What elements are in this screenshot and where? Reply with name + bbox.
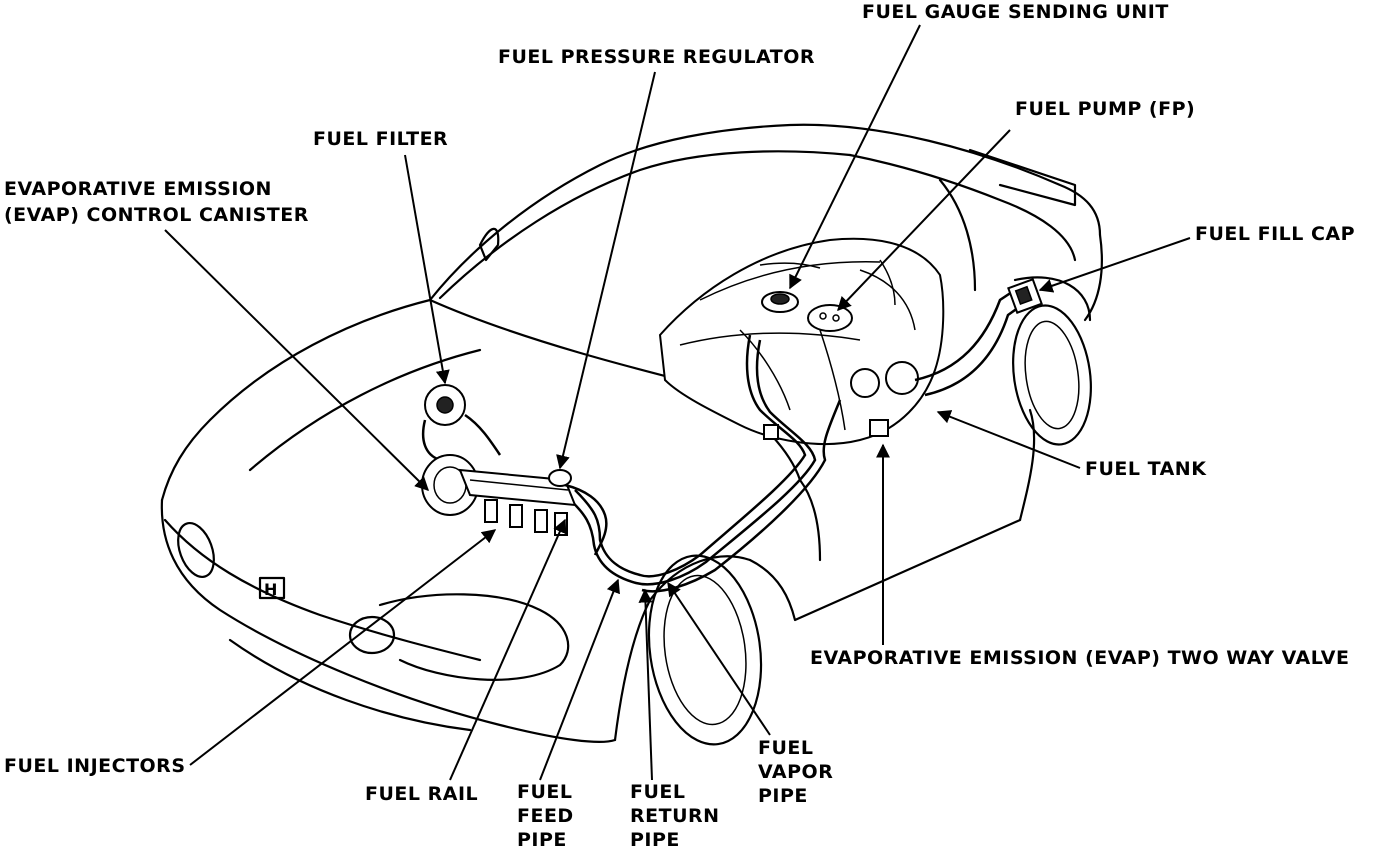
label-fuel-return-pipe-line: PIPE [630, 829, 680, 851]
label-fuel-vapor-pipe: FUEL VAPOR PIPE [758, 736, 833, 808]
label-fuel-vapor-pipe-line: VAPOR [758, 761, 834, 783]
fuel-fill-cap [1007, 278, 1043, 314]
label-fuel-injectors: FUEL INJECTORS [4, 755, 186, 777]
label-fuel-pump: FUEL PUMP (FP) [1015, 98, 1196, 120]
fuel-pressure-regulator [548, 469, 572, 487]
label-fuel-rail: FUEL RAIL [365, 783, 479, 805]
label-fuel-feed-pipe: FUEL FEED PIPE [517, 780, 574, 852]
label-fuel-return-pipe: FUEL RETURN PIPE [630, 780, 720, 852]
label-evap-two-way-valve: EVAPORATIVE EMISSION (EVAP) TWO WAY VALV… [810, 647, 1350, 669]
evap-two-way-valve [850, 361, 919, 437]
label-fuel-feed-pipe-line: FUEL [517, 781, 573, 803]
label-fuel-return-pipe-line: FUEL [630, 781, 686, 803]
fuel-gauge-sending-unit [761, 291, 799, 313]
label-fuel-fill-cap: FUEL FILL CAP [1195, 223, 1356, 245]
label-fuel-feed-pipe-line: PIPE [517, 829, 567, 851]
fuel-tank [658, 237, 945, 445]
fuel-rail [458, 468, 608, 556]
label-evap-canister-line2: (EVAP) CONTROL CANISTER [4, 204, 309, 226]
label-fuel-vapor-pipe-line: PIPE [758, 785, 808, 807]
fuel-filler-neck [914, 288, 1023, 397]
label-fuel-feed-pipe-line: FEED [517, 805, 574, 827]
label-fuel-filter: FUEL FILTER [313, 128, 449, 150]
svg-text:H: H [264, 580, 277, 599]
label-fuel-gauge-sending-unit: FUEL GAUGE SENDING UNIT [862, 1, 1169, 23]
label-fuel-return-pipe-line: RETURN [630, 805, 720, 827]
label-evap-canister-line1: EVAPORATIVE EMISSION [4, 178, 272, 200]
car-outline: H [160, 123, 1103, 746]
fuel-filter [421, 384, 502, 462]
leader-lines [164, 24, 1191, 781]
label-fuel-pressure-regulator: FUEL PRESSURE REGULATOR [498, 46, 816, 68]
fuel-injectors [484, 499, 568, 536]
label-fuel-vapor-pipe-line: FUEL [758, 737, 814, 759]
label-fuel-tank: FUEL TANK [1085, 458, 1207, 480]
fuel-pump [807, 304, 853, 332]
